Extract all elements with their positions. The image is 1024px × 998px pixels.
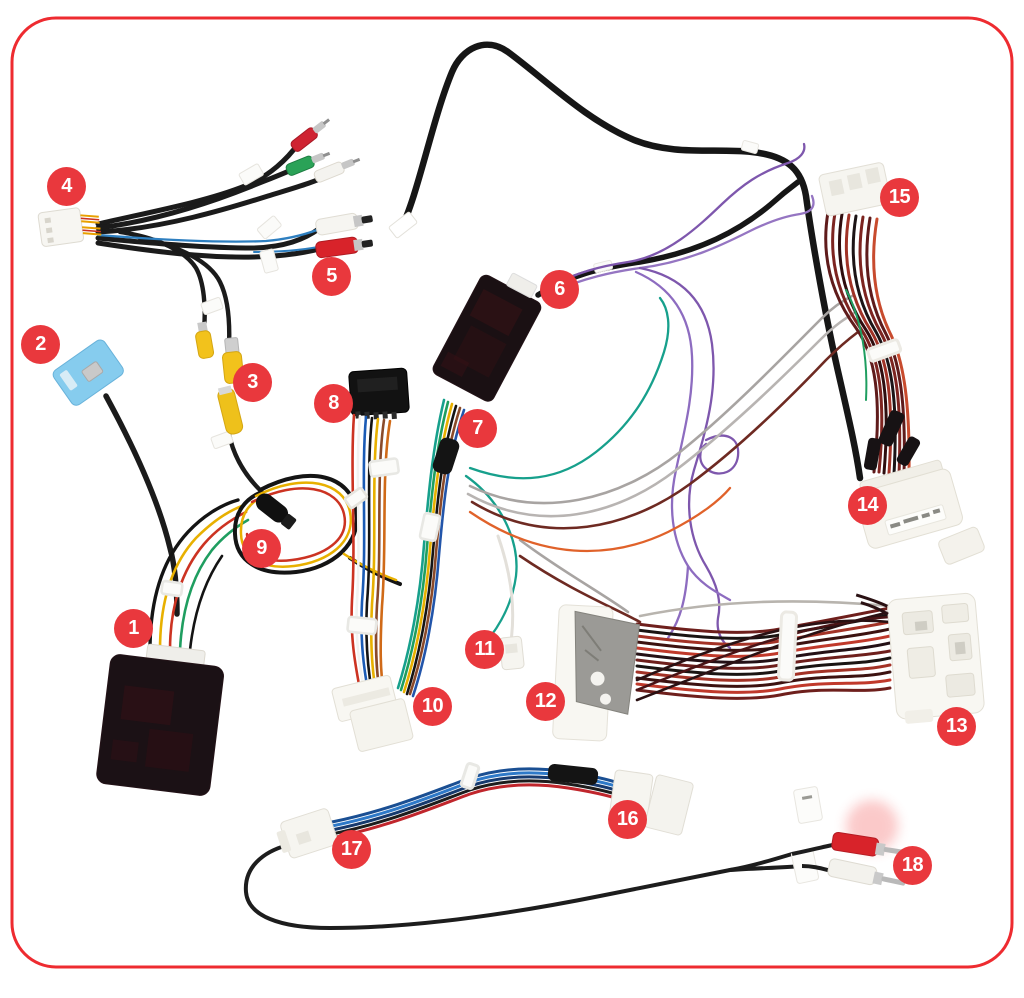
rca-pair-18 — [790, 786, 906, 886]
white-stepped-connector-10 — [331, 675, 414, 752]
wire-tangle — [464, 294, 860, 660]
inline-connector — [255, 493, 297, 530]
canbus-decoder-box — [432, 272, 542, 402]
purple-wires — [546, 142, 815, 650]
white-plug-pair-16 — [608, 769, 694, 836]
harness-bundle-12-13 — [635, 600, 892, 702]
rca-plug-white-top — [313, 157, 361, 183]
control-module-box-1 — [96, 643, 224, 796]
cable-16-17 — [243, 762, 804, 931]
cable-tags-left — [200, 163, 282, 449]
white-multipin-plug-4 — [37, 207, 102, 247]
rca-breakout-cables — [95, 141, 333, 493]
cable-tags-top — [388, 140, 760, 274]
labeled-connector-14 — [855, 459, 985, 565]
quadlock-connector-13 — [855, 592, 985, 724]
photo-frame-border — [10, 16, 1014, 969]
vehicle-plug-15-bundle — [824, 210, 921, 476]
vehicle-plug-15 — [818, 162, 892, 217]
blue-mini-connector-2 — [52, 339, 180, 617]
harness-plug-12 — [552, 604, 640, 742]
small-white-plug-17 — [276, 808, 338, 859]
bundle-8-to-10 — [343, 413, 400, 695]
black-socket-connector-8 — [348, 367, 410, 420]
rca-plug-red-top — [290, 118, 331, 152]
decoder-wire-bundle — [396, 398, 466, 698]
yellow-rca-plugs-3 — [195, 321, 245, 435]
rca-plug-red-5 — [315, 236, 373, 259]
rca-plug-green — [285, 151, 331, 176]
rca-plug-white-5 — [315, 212, 373, 236]
small-white-plug-11 — [499, 635, 525, 671]
